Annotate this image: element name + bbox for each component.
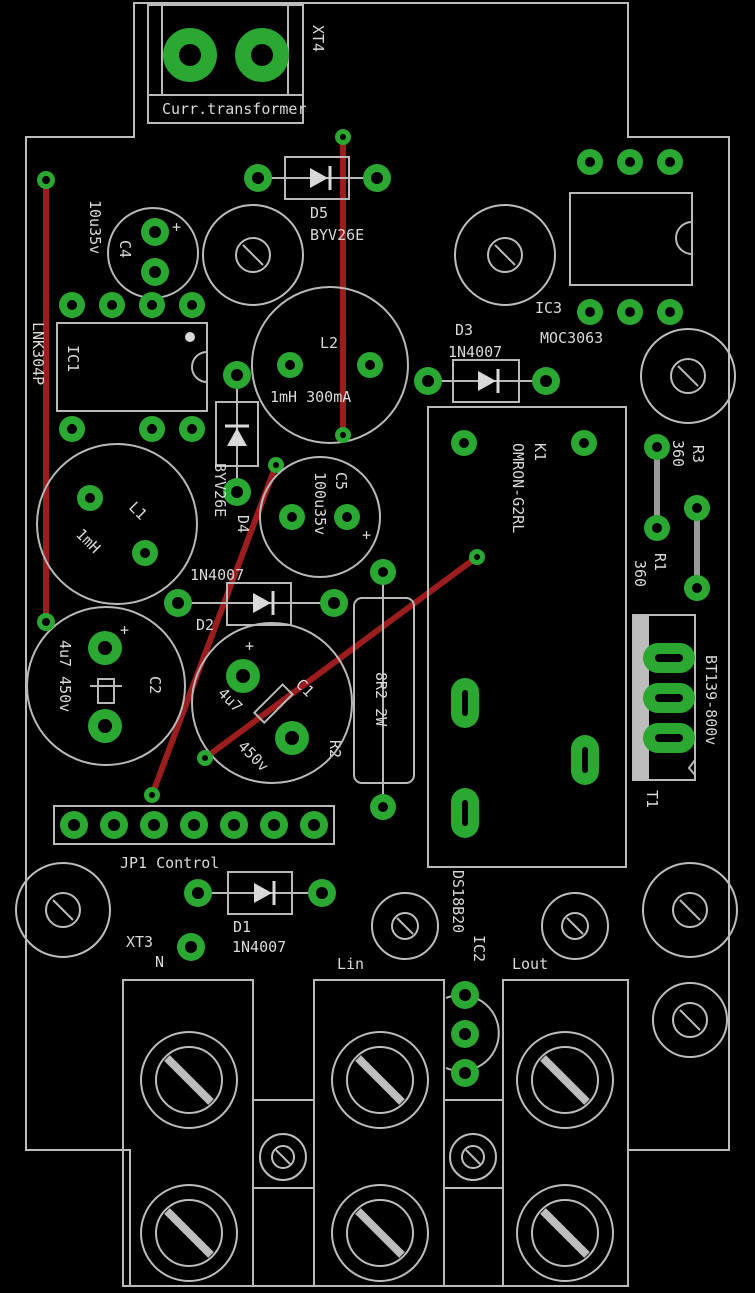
curr-transformer-label: Curr.transformer bbox=[162, 100, 307, 118]
lin-label: Lin bbox=[337, 955, 364, 973]
diode-d4: D4 BYV26E bbox=[211, 361, 284, 533]
d3-label: D3 bbox=[455, 321, 473, 339]
d1-label: D1 bbox=[233, 918, 251, 936]
l2-value: 1mH 300mA bbox=[270, 388, 351, 406]
r1-value: 360 bbox=[631, 560, 649, 587]
c5-label: C5 bbox=[332, 472, 350, 490]
terminal-block-xt3 bbox=[122, 979, 254, 1287]
xt3-label: XT3 bbox=[126, 933, 153, 951]
jp1-label: JP1 Control bbox=[120, 854, 219, 872]
terminal-block-lin: Lin bbox=[313, 955, 445, 1287]
mounting-hole-8 bbox=[541, 892, 609, 960]
xt3-pad: XT3 N bbox=[126, 933, 205, 971]
resistor-r1: R1 360 bbox=[631, 495, 710, 601]
ic1-lnk304p: IC1 LNK304P bbox=[29, 292, 208, 442]
c1-plus: + bbox=[245, 637, 254, 655]
d5-label: D5 bbox=[310, 204, 328, 222]
board-outline bbox=[25, 2, 730, 1287]
d4-value: BYV26E bbox=[211, 463, 229, 517]
mounting-hole-3 bbox=[640, 328, 736, 424]
capacitor-c4: + C4 10u35v bbox=[86, 200, 199, 299]
ic2-value: DS18B20 bbox=[449, 870, 467, 933]
c2-plus: + bbox=[120, 621, 129, 639]
xt4-connector: XT4 Curr.transformer bbox=[147, 4, 327, 124]
d3-value: 1N4007 bbox=[448, 343, 502, 361]
mounting-hole-5 bbox=[642, 862, 738, 958]
capacitor-c5: + C5 100u35v bbox=[259, 456, 381, 578]
terminal-links bbox=[252, 1099, 504, 1189]
c5-value: 100u35v bbox=[311, 472, 329, 535]
k1-label: K1 bbox=[531, 443, 549, 461]
resistor-r2: 8R2 2W R2 bbox=[326, 559, 415, 820]
r1-label: R1 bbox=[651, 553, 669, 571]
lout-label: Lout bbox=[512, 955, 548, 973]
ic3-label: IC3 bbox=[535, 299, 562, 317]
inductor-l2: L2 1mH 300mA bbox=[251, 286, 409, 444]
d4-label: D4 bbox=[234, 515, 252, 533]
ic2-ds18b20: IC2 DS18B20 bbox=[445, 870, 500, 1087]
c5-plus: + bbox=[362, 526, 371, 544]
d2-label: D2 bbox=[196, 616, 214, 634]
l2-label: L2 bbox=[320, 334, 338, 352]
d1-value: 1N4007 bbox=[232, 938, 286, 956]
diode-d3: D3 1N4007 bbox=[414, 321, 560, 403]
relay-k1: K1 OMRON-G2RL bbox=[427, 406, 627, 868]
c2-label: C2 bbox=[146, 676, 164, 694]
resistor-r3: R3 360 bbox=[644, 434, 707, 541]
triac-t1: BT139-800v T1 bbox=[632, 614, 720, 808]
ic2-label: IC2 bbox=[470, 935, 488, 962]
ic3-moc3063: IC3 MOC3063 bbox=[535, 149, 693, 347]
c1-value-b: 450v bbox=[234, 737, 272, 775]
r2-value: 8R2 2W bbox=[372, 672, 390, 727]
c4-plus: + bbox=[172, 218, 181, 236]
diode-d5: D5 BYV26E bbox=[244, 129, 391, 244]
capacitor-c2: + C2 4u7 450v bbox=[26, 606, 186, 766]
diode-d1: D1 1N4007 bbox=[184, 871, 336, 956]
c4-label: C4 bbox=[116, 240, 134, 258]
diode-d2: 1N4007 D2 bbox=[164, 566, 348, 634]
xt3-value: N bbox=[155, 953, 164, 971]
c4-value: 10u35v bbox=[86, 200, 104, 254]
mounting-hole-7 bbox=[371, 892, 439, 960]
terminal-block-lout: Lout bbox=[502, 955, 629, 1287]
mounting-hole-4 bbox=[15, 862, 111, 958]
d2-value: 1N4007 bbox=[190, 566, 244, 584]
ic1-label: IC1 bbox=[64, 345, 82, 372]
xt4-label: XT4 bbox=[309, 25, 327, 52]
d5-value: BYV26E bbox=[310, 226, 364, 244]
jp1-header: JP1 Control bbox=[53, 787, 335, 872]
mounting-hole-1 bbox=[202, 204, 304, 306]
r3-value: 360 bbox=[669, 440, 687, 467]
mounting-hole-2 bbox=[454, 204, 556, 306]
mounting-hole-6 bbox=[652, 982, 728, 1058]
l1-label: L1 bbox=[125, 498, 151, 524]
ic3-value: MOC3063 bbox=[540, 329, 603, 347]
c2-value: 4u7 450v bbox=[56, 640, 74, 712]
ic1-value: LNK304P bbox=[29, 322, 47, 385]
k1-value: OMRON-G2RL bbox=[509, 443, 527, 533]
t1-label: T1 bbox=[643, 790, 661, 808]
capacitor-c1: + C1 4u7 450v bbox=[191, 622, 353, 784]
via-pads bbox=[37, 171, 55, 631]
l1-value: 1mH bbox=[72, 525, 104, 557]
traces bbox=[43, 134, 480, 798]
inductor-l1: L1 1mH bbox=[36, 443, 198, 605]
r3-label: R3 bbox=[689, 445, 707, 463]
t1-value: BT139-800v bbox=[702, 655, 720, 745]
